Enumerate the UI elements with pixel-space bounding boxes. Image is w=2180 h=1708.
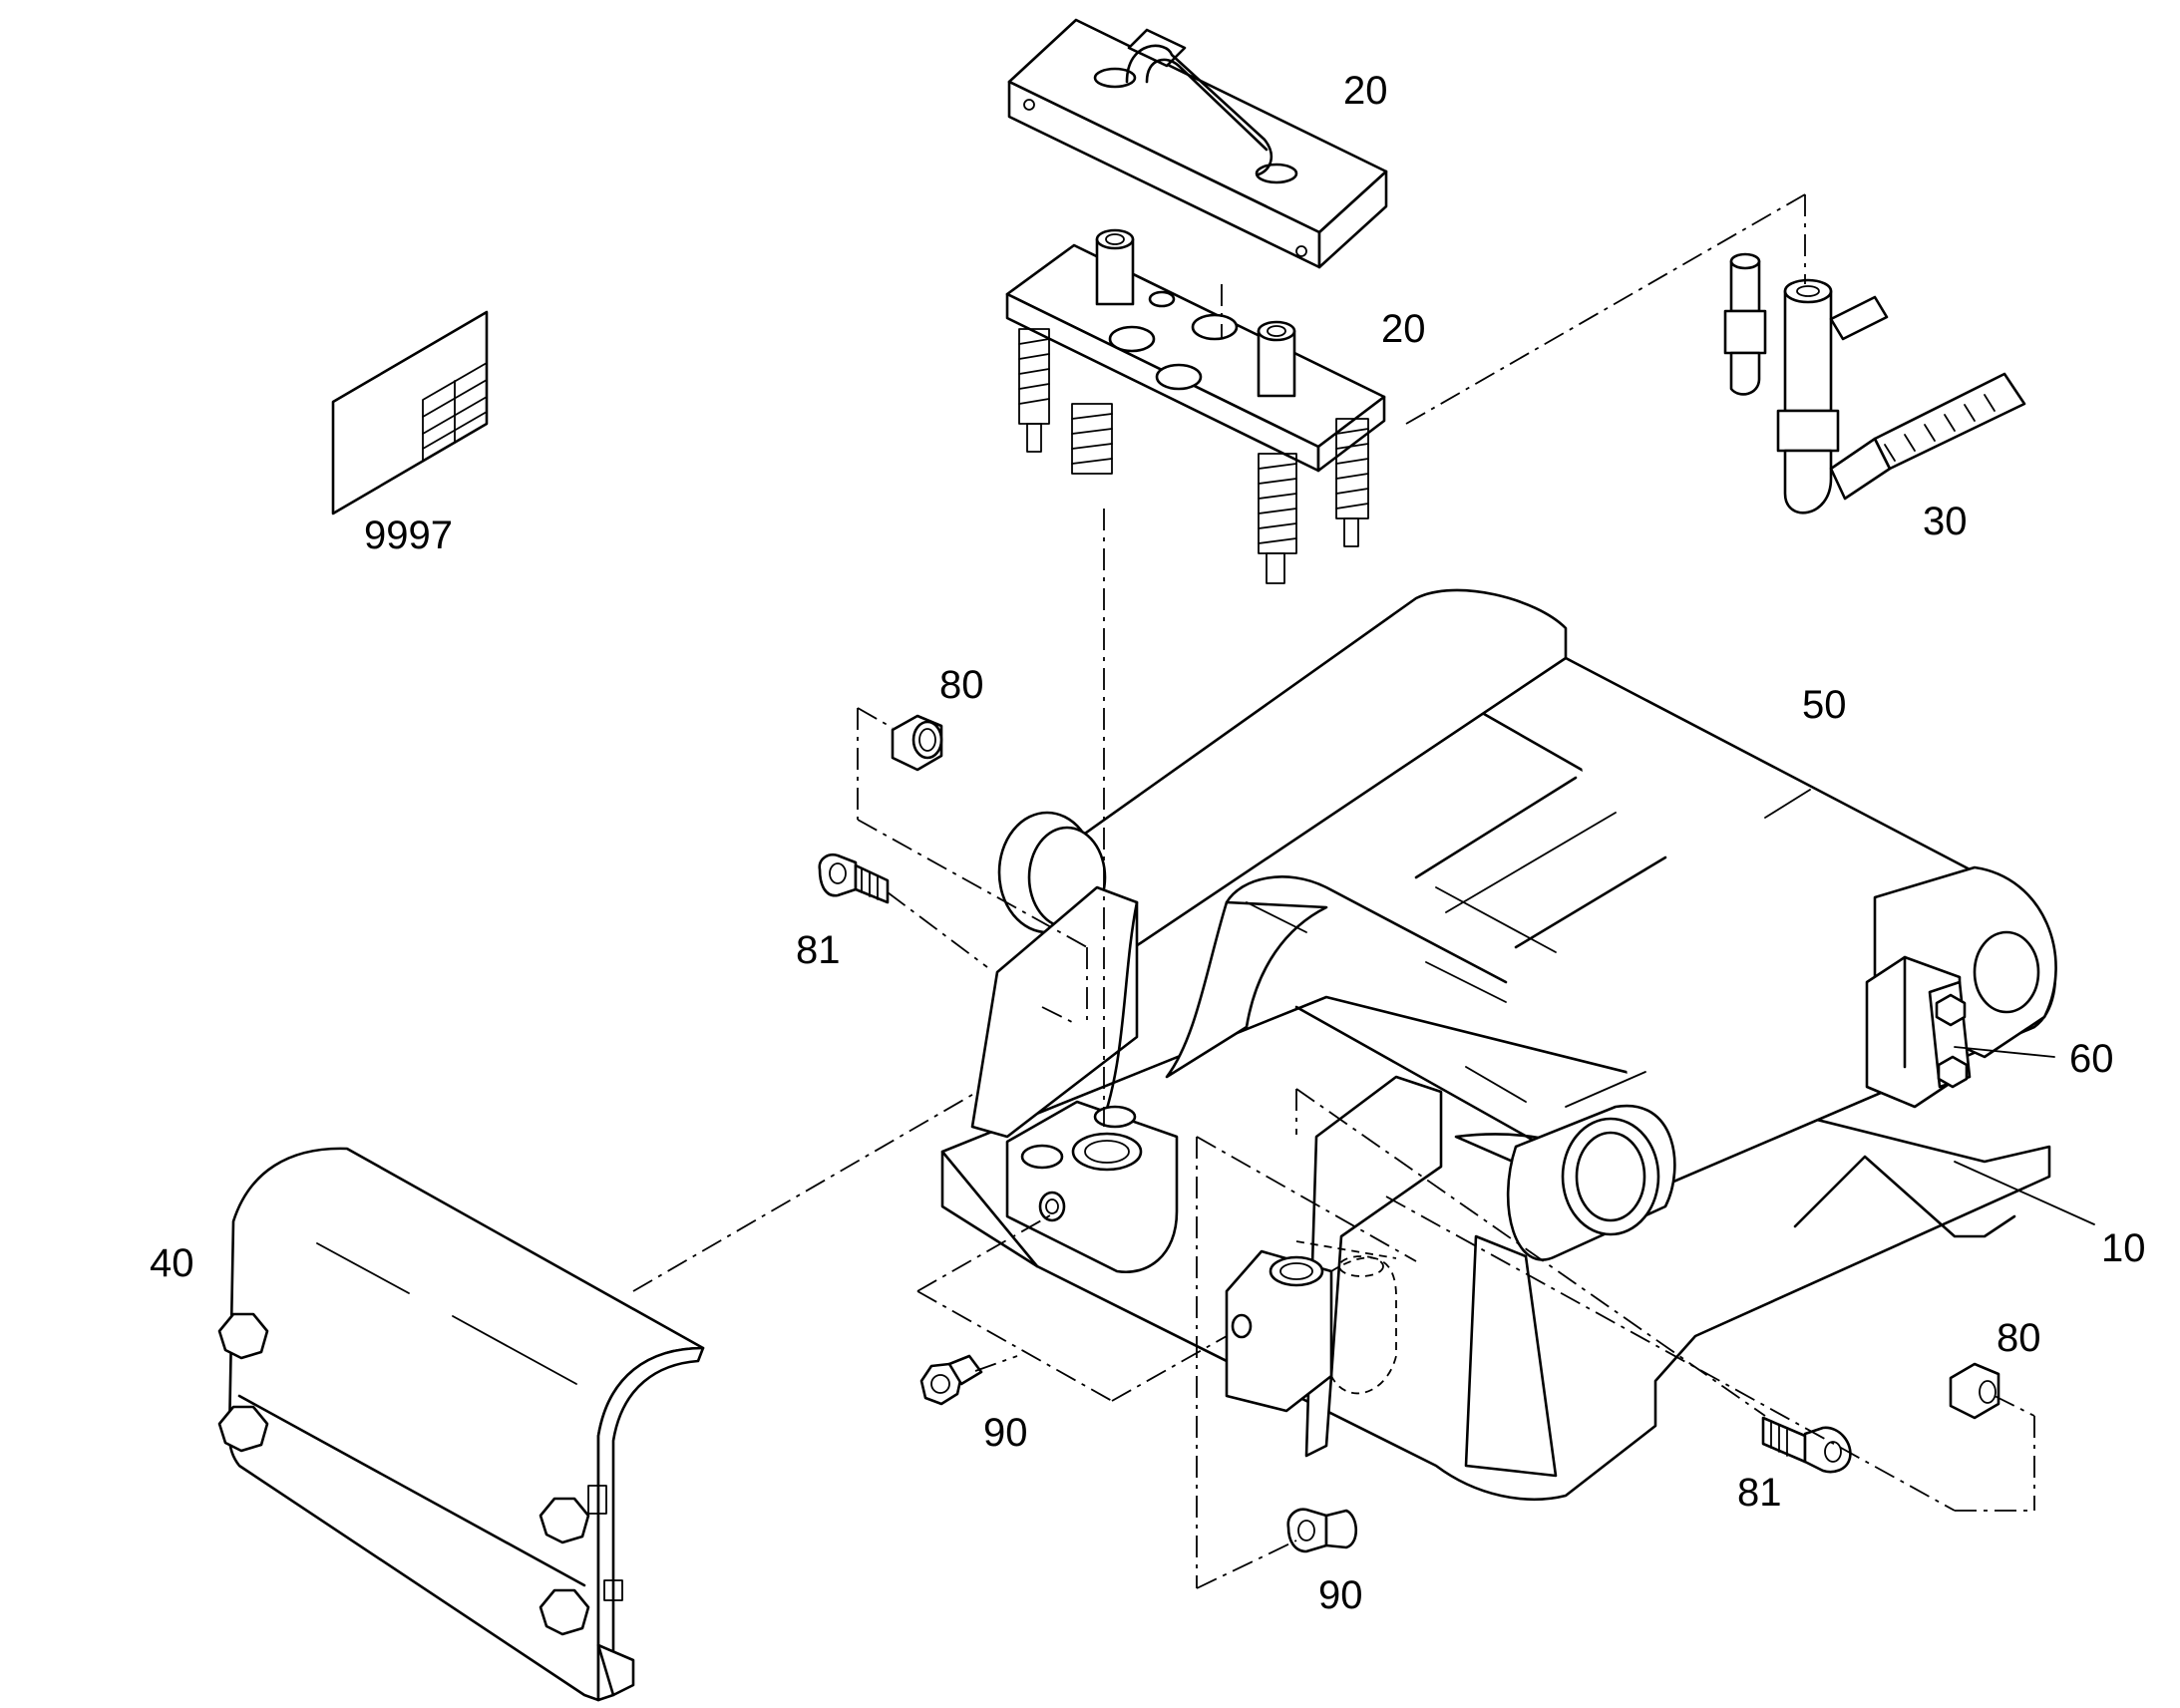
leader-lines — [632, 193, 2095, 1589]
part-10-main-frame — [940, 588, 2057, 1502]
part-30-hose-assembly — [1723, 252, 2026, 514]
callout-90-left: 90 — [983, 1411, 1028, 1455]
valve-block-left — [1005, 1100, 1179, 1274]
part-20-handle-plate — [1007, 18, 1388, 269]
part-81-screw-left — [818, 854, 890, 904]
part-80-nut-right — [1949, 1362, 2000, 1420]
callout-50: 50 — [1802, 683, 1847, 727]
callout-30: 30 — [1923, 500, 1968, 543]
callout-10: 10 — [2101, 1226, 2146, 1270]
callout-20-top: 20 — [1343, 69, 1388, 113]
callout-81-right: 81 — [1737, 1471, 1782, 1515]
callout-20-mid: 20 — [1381, 307, 1426, 351]
callout-9997: 9997 — [364, 513, 453, 557]
coupling-springs — [1018, 328, 1369, 584]
callout-80-top: 80 — [939, 663, 984, 707]
part-60-clamp — [1865, 955, 1972, 1109]
part-9997-decal — [331, 310, 489, 515]
callout-80-right: 80 — [1997, 1316, 2041, 1360]
part-90-plug-bottom — [1286, 1508, 1358, 1553]
callout-81-left: 81 — [796, 928, 841, 972]
callout-90-bottom: 90 — [1318, 1573, 1363, 1617]
part-81-screw-right — [1761, 1416, 1852, 1474]
valve-block-middle — [1225, 1240, 1397, 1413]
part-90-plug-left — [919, 1354, 983, 1406]
callout-60: 60 — [2069, 1037, 2114, 1081]
part-80-nut-top — [891, 714, 943, 772]
callout-40: 40 — [150, 1241, 194, 1285]
part-40-cover — [217, 1147, 705, 1702]
callout-labels: 9997 20 20 30 80 81 50 60 10 40 90 81 80… — [150, 69, 2146, 1617]
part-20-coupling-block — [1005, 228, 1386, 584]
